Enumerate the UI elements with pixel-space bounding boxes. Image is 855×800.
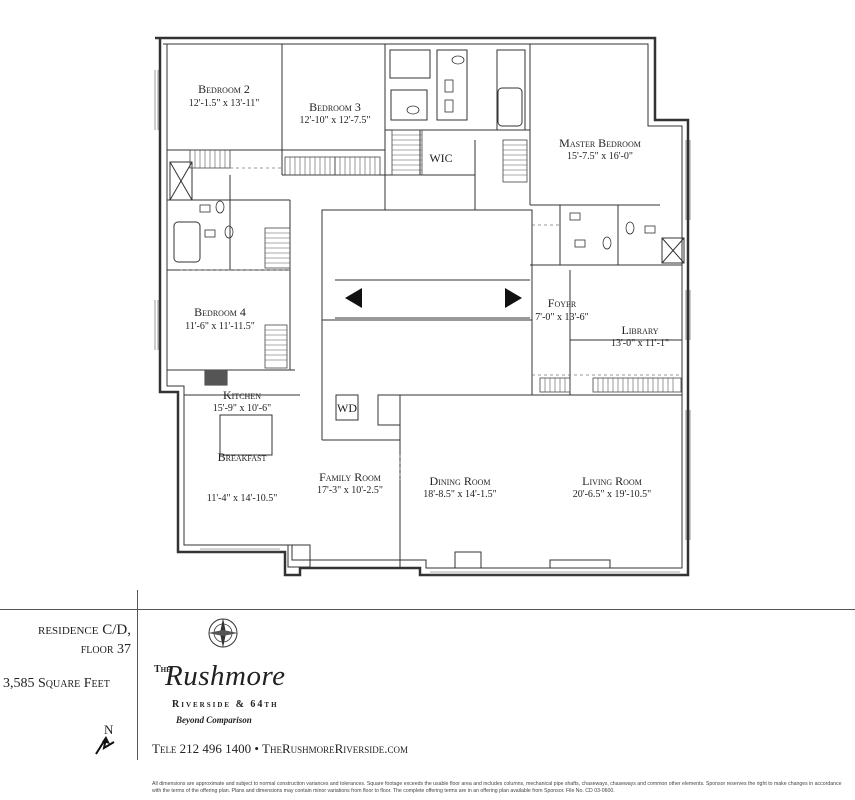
room-dims-bedroom-4: 11'-6" x 11'-11.5" (185, 321, 255, 332)
brand-subtitle: Riverside & 64th (172, 699, 279, 710)
north-label: N (104, 722, 114, 737)
residence-label: residence C/D, (37, 622, 131, 638)
square-feet-label: 3,585 Square Feet (3, 676, 110, 691)
room-labels: Bedroom 2 12'-1.5" x 13'-11" Bedroom 3 1… (185, 82, 669, 504)
room-label-family-room: Family Room (319, 470, 381, 484)
room-label-wd: WD (337, 401, 357, 415)
legal-disclaimer: All dimensions are approximate and subje… (152, 781, 842, 794)
room-label-foyer: Foyer (548, 296, 577, 310)
room-dims-kitchen: 15'-9" x 10'-6" (213, 403, 271, 414)
exterior-wall-inner (163, 43, 683, 569)
room-label-bedroom-2: Bedroom 2 (198, 82, 250, 96)
room-label-master-bedroom: Master Bedroom (559, 136, 641, 150)
brand-tagline: Beyond Comparison (176, 715, 252, 725)
room-label-dining-room: Dining Room (430, 474, 491, 488)
room-label-library: Library (621, 323, 658, 337)
room-label-kitchen: Kitchen (223, 388, 261, 402)
room-label-bedroom-3: Bedroom 3 (309, 100, 361, 114)
brand-name: Rushmore (165, 660, 286, 692)
room-dims-dining-room: 18'-8.5" x 14'-1.5" (423, 489, 496, 500)
room-label-bedroom-4: Bedroom 4 (194, 305, 246, 319)
compass-logo-icon (208, 618, 238, 648)
room-dims-library: 13'-0" x 11'-1" (611, 338, 669, 349)
floor-plan: Bedroom 2 12'-1.5" x 13'-11" Bedroom 3 1… (154, 36, 691, 577)
north-indicator: N (92, 722, 132, 755)
room-dims-bedroom-3: 12'-10" x 12'-7.5" (300, 115, 371, 126)
floor-label: floor 37 (80, 642, 131, 657)
north-arrow-icon (95, 736, 115, 755)
brand-the: The (154, 664, 171, 675)
room-dims-breakfast: 11'-4" x 14'-10.5" (207, 493, 278, 504)
room-label-breakfast: Breakfast (218, 450, 267, 464)
room-dims-foyer: 7'-0" x 13'-6" (535, 312, 588, 323)
arrow-right-icon (505, 288, 522, 308)
contact-line: Tele 212 496 1400 • TheRushmoreRiverside… (152, 741, 409, 756)
room-label-wic: WIC (429, 151, 452, 165)
room-label-living-room: Living Room (582, 474, 642, 488)
footer-divider-vertical (137, 590, 138, 760)
room-dims-master-bedroom: 15'-7.5" x 16'-0" (567, 151, 633, 162)
exterior-wall (155, 36, 690, 577)
closet-hatch (194, 134, 674, 392)
room-dims-bedroom-2: 12'-1.5" x 13'-11" (189, 98, 260, 109)
room-dims-living-room: 20'-6.5" x 19'-10.5" (573, 489, 651, 500)
stove-icon (205, 370, 227, 385)
arrow-left-icon (345, 288, 362, 308)
room-dims-family-room: 17'-3" x 10'-2.5" (317, 485, 383, 496)
footer-divider-horizontal (0, 609, 855, 610)
